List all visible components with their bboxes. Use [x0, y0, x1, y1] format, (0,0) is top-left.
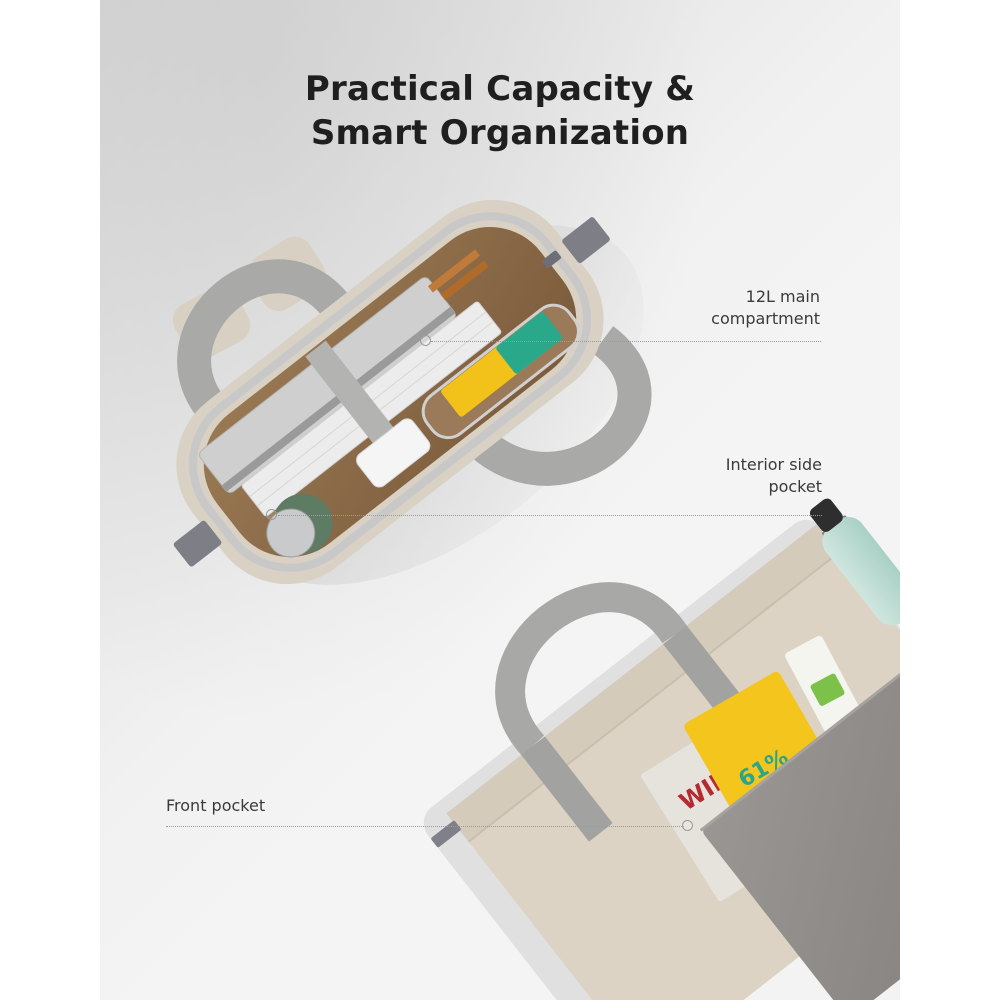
callout-front-pocket: Front pocket: [166, 795, 366, 817]
callout-main-compartment-line1: 12L main: [745, 287, 820, 306]
page-title: Practical Capacity & Smart Organization: [100, 67, 900, 155]
top-open-bag: [172, 199, 652, 585]
leader-line-main-compartment: [431, 341, 821, 342]
callout-interior-side-pocket-line1: Interior side: [725, 455, 822, 474]
leader-dot-main-compartment: [420, 335, 431, 346]
bottom-tote-bag: WILCO 61%: [423, 498, 900, 1000]
leader-line-front-pocket: [166, 826, 684, 827]
title-line-2: Smart Organization: [310, 112, 690, 153]
product-infographic-panel: Practical Capacity & Smart Organization: [100, 0, 900, 1000]
callout-main-compartment-line2: compartment: [711, 309, 820, 328]
product-illustration: WILCO 61%: [172, 199, 900, 1000]
callout-front-pocket-line1: Front pocket: [166, 796, 266, 815]
callout-main-compartment: 12L main compartment: [620, 286, 820, 330]
callout-interior-side-pocket-line2: pocket: [768, 477, 822, 496]
callout-interior-side-pocket: Interior side pocket: [620, 454, 822, 498]
leader-dot-interior-side-pocket: [266, 509, 277, 520]
leader-line-interior-side-pocket: [278, 515, 822, 516]
title-line-1: Practical Capacity &: [304, 68, 696, 109]
leader-dot-front-pocket: [682, 820, 693, 831]
